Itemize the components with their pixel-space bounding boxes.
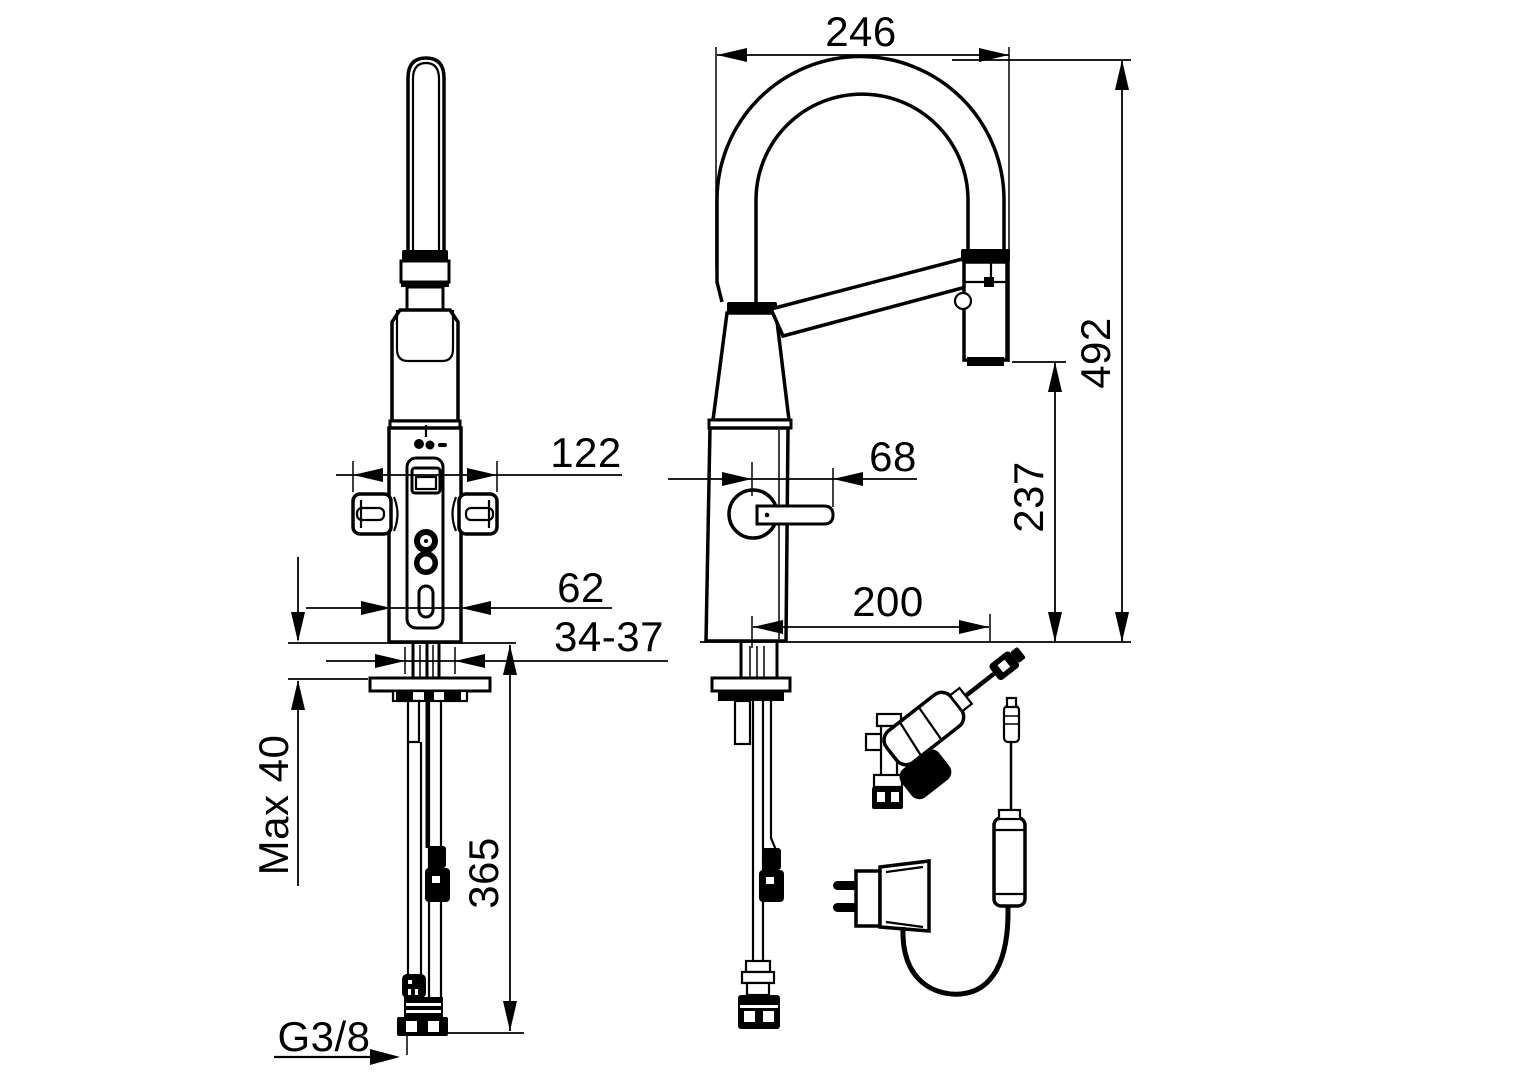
dim-handle-width: 122: [336, 429, 622, 492]
side-neck: [711, 311, 791, 422]
spray-head: [953, 249, 1010, 366]
front-undercounter: [368, 642, 492, 1036]
dim-max-counter-thickness: Max 40: [250, 557, 516, 886]
spout-collar-band: [402, 250, 448, 261]
outlet-slot: [417, 584, 435, 619]
dim-overall-height: 492: [952, 59, 1131, 642]
dim-outlet-height: 237: [1005, 361, 1066, 642]
power-adapter: [833, 696, 1027, 997]
dim-g38-label: G3/8: [277, 1013, 370, 1060]
dim-237-label: 237: [1005, 461, 1052, 533]
control-buttons: [414, 529, 438, 575]
dim-492-label: 492: [1072, 317, 1119, 389]
dim-68-label: 68: [869, 433, 917, 480]
spout-neck: [405, 285, 445, 312]
front-dimensions: 122 62 34-37 Max 40: [250, 429, 668, 1065]
spray-head-arm: [768, 255, 968, 339]
side-undercounter: [710, 643, 792, 1029]
inline-connector: [992, 816, 1027, 908]
hose-connector: [428, 846, 446, 868]
spout-tube: [406, 56, 446, 251]
dim-hose-length: 365: [448, 645, 524, 1034]
dim-34-37-label: 34-37: [554, 613, 664, 660]
g38-nut: [397, 1017, 448, 1036]
spout-arc: [715, 54, 1006, 303]
hose-collar: [727, 302, 777, 313]
dim-mounting-hole: 34-37: [326, 613, 668, 674]
sensor-icon: [414, 425, 447, 450]
adapter-cable: [900, 906, 1011, 997]
front-view: [351, 56, 499, 1036]
upper-body: [390, 308, 460, 423]
accessories: [833, 647, 1027, 997]
dim-122-label: 122: [550, 429, 622, 476]
left-knob: [351, 492, 399, 536]
hose-end-fitting: [402, 974, 426, 998]
dim-spout-reach: 246: [715, 8, 1010, 362]
side-dimensions: 246 492 237 68: [668, 8, 1131, 648]
right-knob: [451, 492, 499, 536]
threaded-rod: [406, 699, 421, 744]
dim-246-label: 246: [825, 8, 897, 55]
dim-supply-thread: G3/8: [274, 1013, 408, 1065]
lever-handle: [755, 504, 835, 526]
dim-62-label: 62: [557, 564, 605, 611]
mounting-flange: [368, 676, 492, 693]
dock-ring: [953, 291, 973, 311]
plug-pin: [833, 903, 858, 912]
dim-body-width: 62: [306, 564, 612, 615]
dim-spout-projection: 200: [751, 578, 991, 648]
dim-max40-label: Max 40: [250, 735, 297, 876]
dim-200-label: 200: [852, 578, 924, 625]
dim-lever-projection: 68: [668, 433, 917, 507]
shutoff-valve: [864, 647, 1026, 809]
dim-365-label: 365: [460, 837, 507, 909]
plug-pin: [833, 881, 858, 890]
